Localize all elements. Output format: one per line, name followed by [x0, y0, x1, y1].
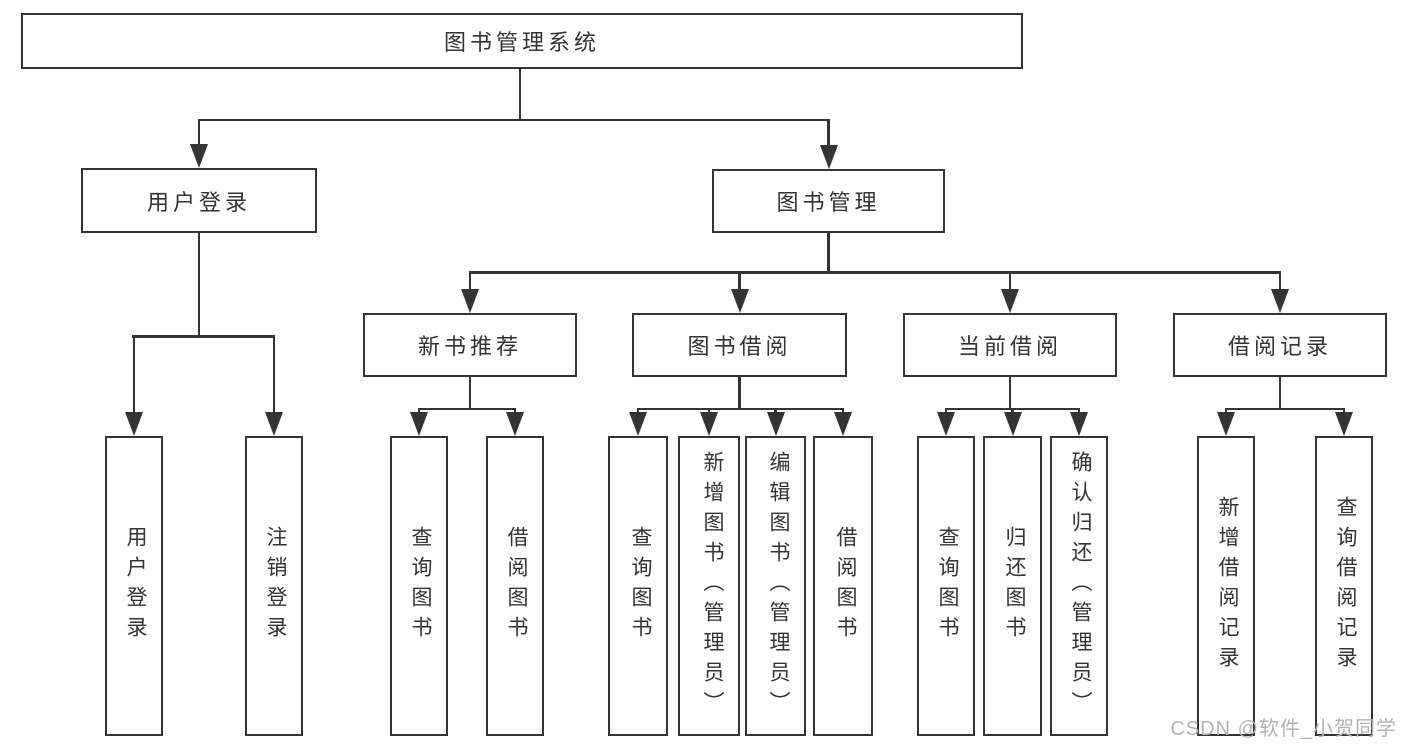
connector-line: [131, 335, 275, 338]
node-leaf-query-borrow-record: 查询借阅记录: [1315, 436, 1373, 736]
connector-line: [738, 377, 741, 409]
node-library-management-system: 图书管理系统: [21, 13, 1023, 69]
node-current-borrowing: 当前借阅: [903, 313, 1117, 377]
node-user-login: 用户登录: [81, 168, 317, 233]
node-leaf-edit-books-admin: 编辑图书（管理员）: [745, 436, 806, 736]
node-leaf-user-login: 用户登录: [105, 436, 163, 736]
arrowhead: [411, 408, 427, 436]
node-borrowing-records: 借阅记录: [1173, 313, 1387, 377]
connector-line: [1224, 407, 1346, 410]
connector-line: [197, 118, 830, 122]
arrowhead: [507, 408, 523, 436]
node-book-management: 图书管理: [712, 169, 945, 233]
connector-line: [468, 271, 1282, 274]
arrowhead: [731, 272, 747, 313]
arrowhead: [701, 408, 717, 436]
arrowhead: [938, 408, 954, 436]
arrowhead: [1002, 272, 1018, 313]
arrowhead: [767, 408, 783, 436]
arrowhead: [1218, 408, 1234, 436]
connector-line: [197, 233, 201, 337]
arrowhead: [1272, 272, 1288, 313]
watermark: CSDN @软件_小贺同学: [1170, 718, 1397, 740]
node-leaf-add-books-admin: 新增图书（管理员）: [678, 436, 740, 736]
node-leaf-add-borrow-record: 新增借阅记录: [1197, 436, 1255, 736]
arrowhead: [191, 120, 207, 168]
arrowhead: [1071, 408, 1087, 436]
arrowhead: [630, 408, 646, 436]
connector-line: [1278, 377, 1282, 409]
arrowhead: [1336, 408, 1352, 436]
connector-line: [417, 407, 517, 410]
connector-line: [468, 377, 472, 409]
node-leaf-query-books-current: 查询图书: [917, 436, 975, 736]
node-book-borrowing: 图书借阅: [632, 313, 847, 377]
arrowhead: [126, 336, 142, 436]
node-leaf-query-books-recommend: 查询图书: [390, 436, 448, 736]
node-leaf-confirm-return-admin: 确认归还（管理员）: [1050, 436, 1108, 736]
arrowhead: [462, 272, 478, 313]
node-leaf-logout: 注销登录: [245, 436, 303, 736]
node-leaf-query-books-borrow: 查询图书: [608, 436, 668, 736]
node-leaf-borrow-books: 借阅图书: [813, 436, 873, 736]
node-new-book-recommendation: 新书推荐: [363, 313, 577, 377]
arrowhead: [820, 120, 836, 169]
connector-line: [636, 407, 845, 410]
connector-line: [827, 233, 830, 273]
connector-line: [1008, 377, 1012, 409]
node-leaf-borrow-books-recommend: 借阅图书: [486, 436, 544, 736]
arrowhead: [266, 336, 282, 436]
arrowhead: [1004, 408, 1020, 436]
arrowhead: [835, 408, 851, 436]
connector-line: [518, 69, 522, 120]
node-leaf-return-books: 归还图书: [983, 436, 1042, 736]
